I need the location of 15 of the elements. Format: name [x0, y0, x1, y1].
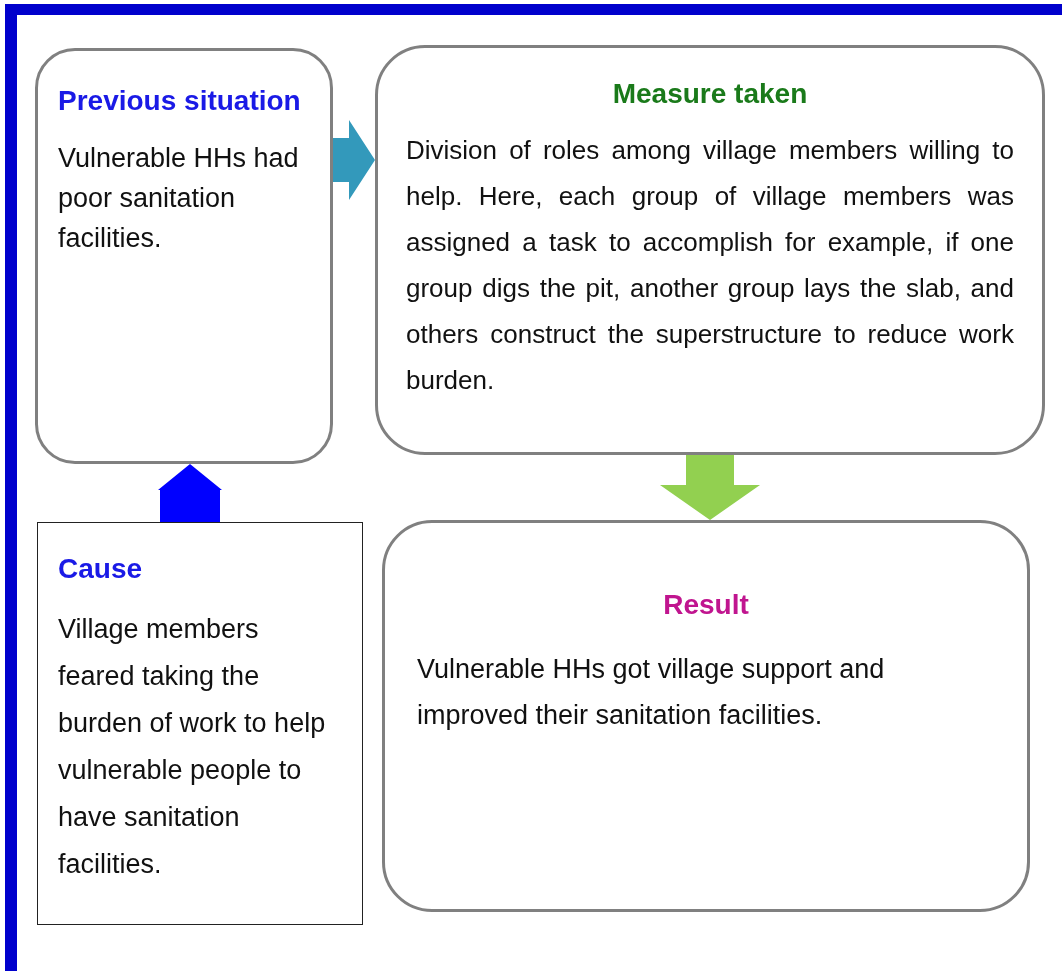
- block-arrow: [333, 120, 375, 200]
- cause-box: [37, 522, 363, 925]
- box-text: Vulnerable HHs had poor sanitation facilities.: [58, 142, 300, 255]
- situation-box: [35, 48, 333, 464]
- box-heading: Previous situation: [58, 84, 302, 118]
- box-heading: Cause: [58, 552, 144, 586]
- result-box: [382, 520, 1030, 912]
- measure-box: [375, 45, 1045, 455]
- box-text: Village members feared taking the burden of work to help vulnerable people to have sanitation facilities.: [58, 613, 327, 881]
- box-text: Vulnerable HHs got village support and improved their sanitation facilities.: [417, 653, 886, 732]
- box-heading: Result: [662, 588, 750, 622]
- box-heading: Measure taken: [611, 77, 809, 111]
- box-text: Division of roles among village members willing to help. Here, each group of village members was assigned a task to accomplish for example, if one group digs the pit, another group lays the slab, and others construct the superstructure to reduce work burden.: [406, 134, 1014, 397]
- block-arrow: [158, 464, 222, 522]
- block-arrow: [660, 455, 760, 520]
